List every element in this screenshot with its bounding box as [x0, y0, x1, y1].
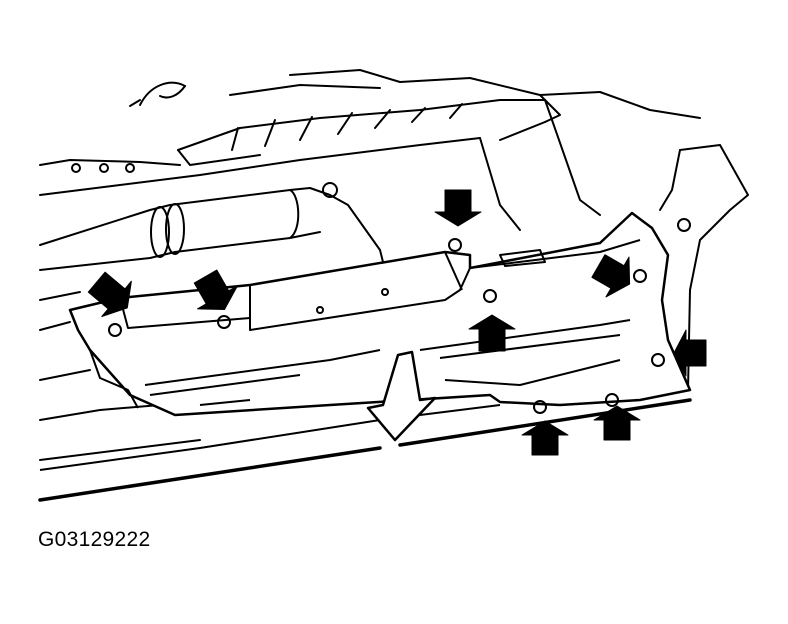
cover-outline	[68, 211, 692, 417]
hose-squiggle	[139, 81, 186, 106]
bracket-top	[539, 94, 561, 123]
removal-direction-arrow-icon	[366, 350, 437, 442]
hose-tail	[129, 99, 141, 107]
fastener-arrow-icon-8	[593, 405, 641, 441]
rib-4	[337, 112, 353, 135]
cover-rib-4	[439, 334, 621, 359]
transmission-front	[177, 149, 261, 166]
fastener-arrow-icon-1	[87, 271, 132, 317]
rib-3	[299, 116, 313, 141]
upper-right-edge	[599, 91, 701, 119]
cover-hole-1	[381, 288, 389, 296]
fastener-arrow-icon-2	[193, 269, 238, 310]
upper-body-edge	[289, 69, 601, 96]
lower-frame-line-1	[38, 446, 382, 502]
rib-7	[449, 103, 463, 119]
rib-6	[411, 107, 426, 123]
fastener-arrow-icon-5	[591, 254, 631, 298]
cover-right-lip	[469, 239, 641, 269]
bolt-hole-1	[108, 323, 122, 337]
fastener-arrow-icon-4	[468, 314, 516, 352]
pipe-hanger	[309, 187, 386, 271]
right-bracket-inner	[659, 149, 681, 211]
cover-slot-low	[199, 399, 251, 406]
left-line-4	[39, 404, 161, 421]
cover-step-right	[444, 251, 463, 291]
pipe-flange-1	[150, 206, 170, 258]
rib-1	[231, 127, 239, 151]
left-line-3	[39, 369, 91, 381]
frame-line-top	[39, 159, 181, 166]
bracket-hole	[677, 218, 691, 232]
cover-rib-2	[149, 374, 301, 396]
hanger-bolt	[322, 182, 338, 198]
cover-rib-5	[444, 359, 621, 386]
bolt-hole-6	[651, 353, 665, 367]
bolt-hole-2	[217, 315, 231, 329]
fastener-arrows	[87, 189, 707, 456]
under-cover-panel	[68, 211, 692, 417]
upper-dots	[71, 163, 135, 173]
fastener-arrow-icon-7	[521, 420, 569, 456]
hose-squiggle-end	[159, 85, 186, 99]
housing-right-edge	[544, 99, 601, 216]
left-line-2	[39, 321, 71, 331]
fastener-arrow-icon-3	[434, 189, 482, 227]
left-line-1	[39, 291, 81, 301]
housing-inner-edge	[479, 137, 521, 231]
bolt-hole-8	[605, 393, 619, 407]
bolt-hole-3	[448, 238, 462, 252]
cover-step-front	[119, 267, 471, 331]
left-line-5	[39, 439, 201, 461]
upper-panel-line	[229, 84, 381, 96]
pipe-flange-2	[165, 203, 185, 255]
lower-frame	[38, 398, 692, 502]
rib-2	[264, 119, 276, 147]
frame-line-mid	[39, 137, 481, 196]
cover-slot	[499, 249, 546, 267]
exhaust-pipe-bottom	[39, 231, 321, 271]
bolt-hole-4	[483, 289, 497, 303]
cover-rib-1	[144, 349, 381, 386]
right-bracket-outline	[679, 144, 749, 391]
cover-left-flange	[89, 349, 139, 409]
transmission-top-edge	[177, 99, 546, 151]
pipe-end-curve	[289, 189, 300, 239]
vehicle-background	[39, 69, 749, 461]
lower-frame-thin	[39, 404, 501, 471]
exhaust-pipe-top	[39, 187, 311, 246]
cover-details	[89, 238, 665, 414]
housing-top-link	[499, 121, 546, 141]
figure-id-label: G03129222	[38, 528, 151, 551]
rib-5	[374, 109, 391, 129]
bolt-hole-5	[633, 269, 647, 283]
fastener-arrow-icon-6	[673, 329, 707, 377]
cover-hole-2	[316, 306, 324, 314]
bolt-hole-7	[533, 400, 547, 414]
